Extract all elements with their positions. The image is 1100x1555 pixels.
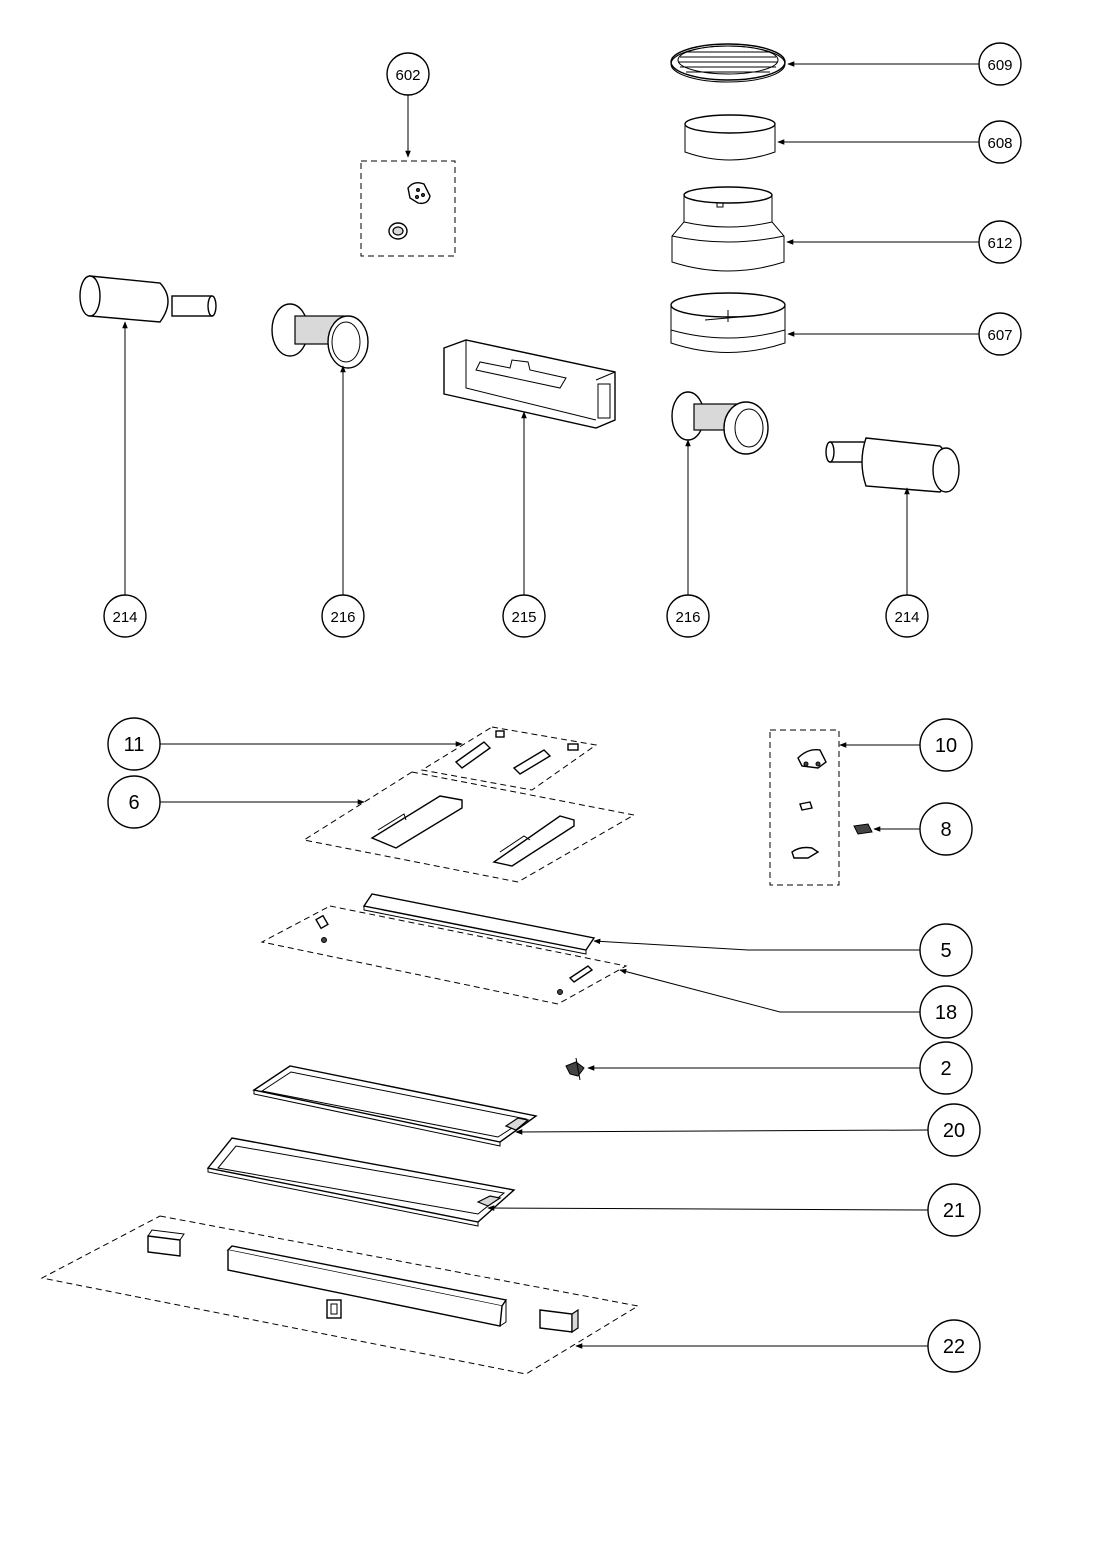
part-18-panel-kit	[260, 905, 628, 1005]
part-609-grille	[670, 43, 786, 83]
callout-21: 21	[927, 1183, 981, 1237]
part-216-left	[271, 303, 369, 369]
callout-label: 215	[511, 609, 536, 626]
callout-label: 214	[894, 609, 919, 626]
part-2-screw	[565, 1057, 585, 1081]
callout-label: 6	[128, 792, 139, 814]
part-215-housing	[443, 339, 616, 429]
part-6-rails-kit	[302, 771, 636, 883]
part-602-kit	[360, 160, 456, 257]
part-608-ring	[684, 114, 776, 161]
part-5-strip	[362, 893, 596, 955]
part-216-right	[671, 391, 769, 455]
callout-22: 22	[927, 1319, 981, 1373]
callout-11: 11	[107, 717, 161, 771]
callout-612: 612	[978, 220, 1022, 264]
callout-608: 608	[978, 120, 1022, 164]
callout-label: 11	[124, 734, 145, 756]
part-607-flange	[670, 292, 786, 353]
callout-label: 216	[330, 609, 355, 626]
callout-18: 18	[919, 985, 973, 1039]
callout-label: 2	[940, 1058, 951, 1080]
callout-label: 608	[987, 135, 1012, 152]
callout-label: 607	[987, 327, 1012, 344]
callout-602: 602	[386, 52, 430, 96]
callout-label: 21	[943, 1200, 965, 1222]
callout-label: 216	[675, 609, 700, 626]
callout-label: 609	[987, 57, 1012, 74]
callout-label: 602	[395, 67, 420, 84]
callout-215: 215	[502, 594, 546, 638]
callout-609: 609	[978, 42, 1022, 86]
part-21-filter	[206, 1137, 516, 1227]
part-612-reducer	[671, 186, 785, 272]
part-214-right	[825, 437, 960, 493]
callout-2: 2	[919, 1041, 973, 1095]
callout-label: 22	[943, 1336, 965, 1358]
leader-lines	[122, 61, 981, 1349]
callout-label: 5	[940, 940, 951, 962]
callout-214-right: 214	[885, 594, 929, 638]
part-20-filter	[252, 1065, 538, 1147]
callout-20: 20	[927, 1103, 981, 1157]
callout-216-right: 216	[666, 594, 710, 638]
part-10-clips-kit	[769, 729, 840, 886]
callout-10: 10	[919, 718, 973, 772]
callout-label: 10	[935, 735, 957, 757]
part-8-clip	[853, 823, 873, 835]
part-22-bottom-kit	[40, 1215, 640, 1375]
callout-216-left: 216	[321, 594, 365, 638]
callout-8: 8	[919, 802, 973, 856]
callout-label: 8	[940, 819, 951, 841]
callout-label: 18	[935, 1002, 957, 1024]
part-11-bracket-kit	[420, 726, 598, 791]
part-214-left	[79, 275, 217, 323]
callout-607: 607	[978, 312, 1022, 356]
callout-label: 20	[943, 1120, 965, 1142]
callout-label: 214	[112, 609, 137, 626]
callout-214-left: 214	[103, 594, 147, 638]
callout-label: 612	[987, 235, 1012, 252]
callout-5: 5	[919, 923, 973, 977]
callout-6: 6	[107, 775, 161, 829]
